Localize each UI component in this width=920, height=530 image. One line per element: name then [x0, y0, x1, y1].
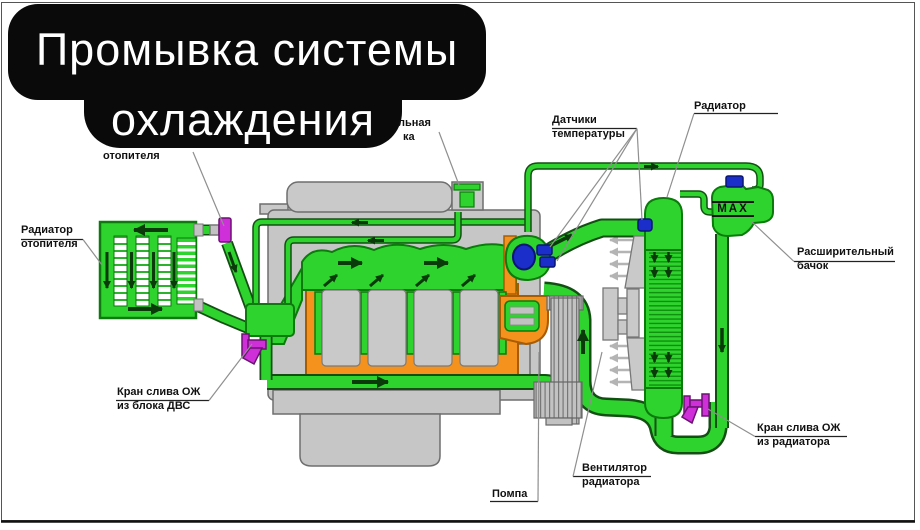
- flow-arrows: [103, 162, 726, 388]
- valve-cover: [286, 181, 453, 213]
- title-bubble-lobe: [84, 44, 402, 148]
- coolant-jacket: [301, 243, 517, 291]
- crank-pulley: [533, 381, 583, 419]
- label-temp-sensors: Датчики температуры: [552, 114, 625, 140]
- label-drain-valve-block: Кран слива ОЖ из блока ДВС: [117, 386, 201, 412]
- cylinder: [459, 289, 499, 367]
- main-radiator: [637, 196, 683, 420]
- fan-hub: [617, 297, 628, 315]
- tank-cap: [725, 175, 744, 188]
- temp-sensor: [539, 256, 556, 268]
- temp-sensor: [536, 244, 553, 256]
- throttle-coolant: [453, 183, 481, 208]
- expansion-tank: [710, 175, 774, 238]
- belt-and-pulleys: [533, 295, 584, 426]
- heater-valve: [209, 217, 232, 243]
- cylinders: [321, 289, 499, 367]
- radiator-drain-valve: [680, 393, 710, 425]
- label-drain-valve-radiator: Кран слива ОЖ из радиатора: [757, 422, 841, 448]
- cylinder: [413, 289, 453, 367]
- heater-ports: [193, 223, 204, 312]
- block-drain-valve: [241, 333, 267, 366]
- label-throttle-partial: льная ка: [398, 117, 431, 143]
- label-radiator: Радиатор: [694, 100, 746, 112]
- fan-hub: [617, 319, 628, 335]
- radiator-temp-sensor: [637, 218, 653, 232]
- heater-fins: [176, 237, 197, 305]
- label-heater-radiator: Радиатор отопителя: [21, 224, 78, 250]
- label-underlines: [21, 112, 895, 503]
- thermostat-valve: [512, 243, 536, 271]
- oil-pan-lower: [299, 413, 441, 467]
- fan-hub: [602, 287, 619, 341]
- thermostat-assembly: [504, 234, 556, 282]
- cylinder: [367, 289, 407, 367]
- engine-internals: [265, 235, 519, 377]
- leader-lines: [82, 113, 795, 502]
- label-pump: Помпа: [492, 488, 528, 500]
- radiator-top-tank: [644, 196, 683, 253]
- water-pump: [499, 295, 549, 346]
- valves: [209, 217, 710, 425]
- cylinder: [321, 289, 361, 367]
- pipe-junction: [245, 303, 295, 337]
- tank-max-mark: MAX: [712, 201, 754, 217]
- label-expansion-tank: Расширительный бачок: [797, 246, 894, 272]
- heater-tubes: [113, 235, 172, 307]
- page-title-line2: охлаждения: [110, 94, 376, 145]
- radiator-bottom-tank: [644, 387, 683, 420]
- label-heater-valve-partial: отопителя: [103, 150, 160, 162]
- page-title-line1: Промывка системы: [35, 24, 459, 75]
- radiator-core: [644, 249, 683, 391]
- label-fan: Вентилятор радиатора: [582, 462, 647, 488]
- heater-radiator: [98, 220, 204, 320]
- oil-pan-upper: [272, 389, 501, 415]
- fan-hub: [626, 288, 640, 338]
- radiator-flow-arrows: [650, 252, 673, 378]
